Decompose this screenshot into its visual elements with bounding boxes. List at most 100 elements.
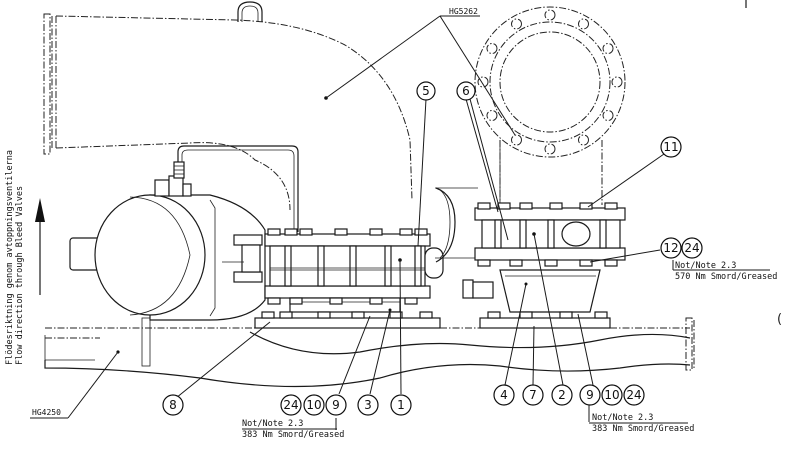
bolt-nut: [487, 311, 501, 319]
svg-text:9: 9: [586, 388, 594, 402]
bolt-nut: [477, 202, 491, 210]
bolt-nut: [351, 311, 365, 319]
bolt-nut: [497, 202, 511, 210]
bolt-nut: [509, 259, 523, 267]
balloon-8: 8: [162, 394, 184, 416]
bolt-nut: [549, 202, 563, 210]
note-bottom-left-line2: 383 Nm Smord/Greased: [242, 430, 344, 440]
note-upper-right-line2: 570 Nm Smord/Greased: [675, 272, 777, 282]
bolt-hole: [602, 110, 614, 121]
flow-label-swedish: Flödesriktning genom avtoppningsventiler…: [5, 150, 15, 365]
balloon-2: 2: [551, 384, 573, 406]
valve-rib: [599, 219, 607, 249]
bolt-nut: [519, 311, 533, 319]
bolt-nut: [414, 228, 428, 236]
bolt-hole: [486, 110, 498, 121]
bolt-nut: [579, 259, 593, 267]
valve-rib: [519, 219, 527, 249]
outlet-flange: [474, 6, 626, 205]
main-pipe: [44, 317, 695, 388]
note-bottom-right-line1: Not/Note 2.3: [592, 413, 653, 423]
bolt-nut: [604, 202, 618, 210]
bolt-nut: [579, 202, 593, 210]
valve-body-1: [254, 228, 444, 329]
svg-text:6: 6: [462, 84, 470, 98]
bolt-nut: [369, 297, 383, 305]
balloon-24-upper: 24: [681, 237, 703, 259]
bolt-hole: [578, 134, 589, 146]
valve-body-2: [462, 202, 626, 329]
valve-rib: [317, 245, 325, 287]
svg-text:5: 5: [422, 84, 430, 98]
note-bottom-right-line2: 383 Nm Smord/Greased: [592, 424, 694, 434]
svg-text:4: 4: [500, 388, 508, 402]
bolt-nut: [404, 297, 418, 305]
bolt-nut: [289, 297, 303, 305]
valve-rib: [384, 245, 392, 287]
bolt-nut: [329, 297, 343, 305]
bolt-nut: [559, 311, 573, 319]
reference-hg5262: HG5262: [325, 7, 516, 136]
bolt-nut: [279, 311, 293, 319]
reference-hg4250: HG4250: [30, 351, 119, 419]
valve-rib: [284, 245, 292, 287]
balloon-7: 7: [522, 384, 544, 406]
svg-text:10: 10: [306, 398, 321, 412]
svg-text:8: 8: [169, 398, 177, 412]
bolt-nut: [261, 311, 275, 319]
bolt-hole: [486, 43, 498, 54]
balloon-6: 6: [456, 81, 476, 101]
flow-label-english: Flow direction through Bleed Valves: [15, 186, 25, 365]
bolt-hole: [511, 134, 522, 146]
bolt-hole: [611, 76, 623, 88]
valve-rib: [349, 245, 357, 287]
reference-label-bottom: HG4250: [32, 408, 61, 417]
edge-paren: (: [777, 312, 782, 327]
bolt-nut: [544, 259, 558, 267]
balloon-12: 12: [660, 237, 682, 259]
bolt-nut: [389, 311, 403, 319]
valve-rib: [494, 219, 502, 249]
balloon-10-left: 10: [303, 394, 325, 416]
svg-text:24: 24: [283, 398, 298, 412]
svg-text:12: 12: [663, 241, 678, 255]
balloon-10-right: 10: [601, 384, 623, 406]
bolt-nut: [519, 202, 533, 210]
bolt-hole: [511, 18, 522, 30]
svg-text:9: 9: [332, 398, 340, 412]
reference-label-top: HG5262: [449, 7, 478, 16]
bolt-hole: [578, 18, 589, 30]
balloon-9-left: 9: [325, 394, 347, 416]
bolt-nut: [299, 228, 313, 236]
bolt-nut: [267, 228, 281, 236]
svg-text:11: 11: [663, 140, 678, 154]
bolt-nut: [267, 297, 281, 305]
svg-text:1: 1: [397, 398, 405, 412]
bolt-hole: [544, 9, 556, 21]
balloon-3: 3: [357, 394, 379, 416]
flow-arrow-head-icon: [35, 198, 45, 222]
balloon-24-right: 24: [623, 384, 645, 406]
bolt-nut: [604, 259, 618, 267]
bolt-hole: [544, 143, 556, 155]
bolt-nut: [284, 228, 298, 236]
bolt-nut: [419, 311, 433, 319]
balloon-9-right: 9: [579, 384, 601, 406]
bolt-nut: [594, 311, 608, 319]
elbow-duct: [43, 1, 413, 211]
bolt-nut: [369, 228, 383, 236]
note-bottom-right: Not/Note 2.3 383 Nm Smord/Greased: [589, 413, 694, 434]
bolt-hole: [602, 43, 614, 54]
svg-text:2: 2: [558, 388, 566, 402]
svg-text:10: 10: [604, 388, 619, 402]
bolt-nut: [399, 228, 413, 236]
svg-text:24: 24: [626, 388, 641, 402]
bolt-nut: [317, 311, 331, 319]
bolt-hole: [477, 76, 489, 88]
valve-rib: [547, 219, 555, 249]
balloon-5: 5: [416, 81, 436, 101]
bolt-nut: [477, 259, 491, 267]
flow-direction-indicator: Flödesriktning genom avtoppningsventiler…: [5, 150, 45, 365]
balloon-4: 4: [493, 384, 515, 406]
